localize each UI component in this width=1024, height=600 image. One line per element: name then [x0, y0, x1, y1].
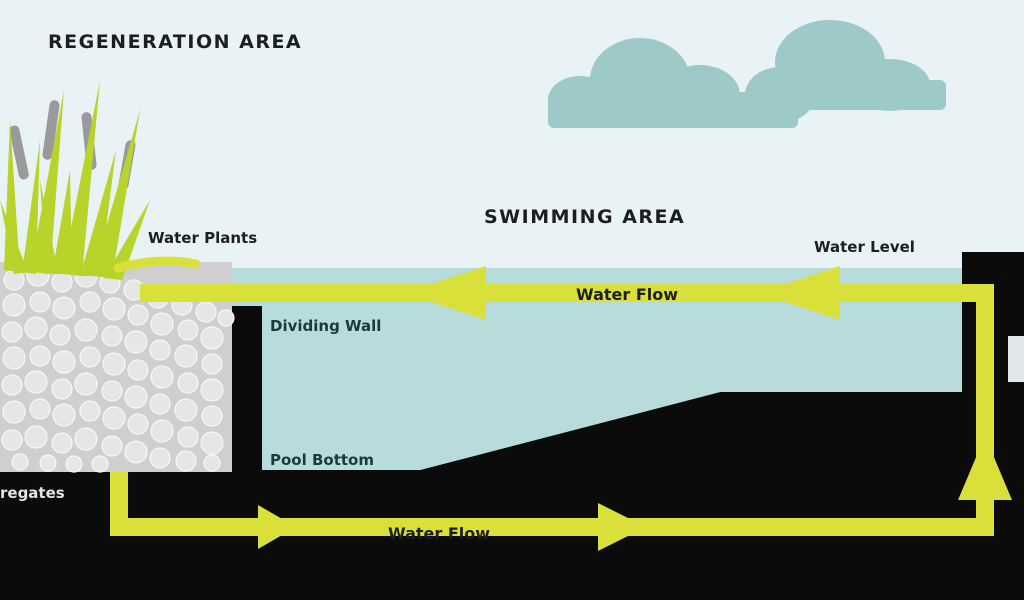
pool-water [140, 268, 962, 470]
water-flow-top-arrow [140, 266, 994, 320]
pool-bottom-label: Pool Bottom [270, 451, 374, 469]
water-flow-bottom-arrow [110, 472, 994, 551]
cloud [548, 20, 946, 128]
water-flow-top-label: Water Flow [576, 285, 679, 304]
regeneration-area-label: REGENERATION AREA [48, 31, 303, 53]
plant-tip-stroke [113, 256, 201, 273]
dividing-wall-label: Dividing Wall [270, 317, 382, 335]
water-level-label: Water Level [814, 238, 915, 256]
aggregates-label: regates [0, 484, 65, 502]
water-plants [0, 80, 201, 280]
swimming-area-label: SWIMMING AREA [484, 206, 686, 228]
water-flow-bottom-label: Water Flow [388, 524, 491, 543]
water-plants-label: Water Plants [148, 229, 258, 247]
gravel-bed [0, 262, 235, 473]
pump-box [1008, 336, 1024, 382]
return-pipe-arrow [958, 284, 1012, 536]
ground [0, 252, 1024, 600]
